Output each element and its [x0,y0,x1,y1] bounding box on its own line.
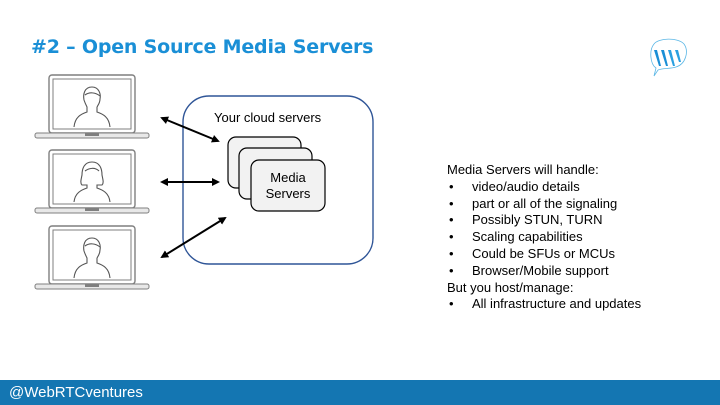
notes-heading: Media Servers will handle: [447,162,599,177]
connection-arrow-3 [160,216,227,259]
list-item: •part or all of the signaling [449,195,618,211]
slide-title: #2 – Open Source Media Servers [31,36,374,58]
laptop-client-2 [34,149,150,214]
webrtc-ventures-logo-icon [650,38,687,77]
connection-arrow-1 [160,116,220,143]
list-item: •Could be SFUs or MCUs [449,245,616,261]
bullet-icon: • [449,245,454,261]
media-servers-label-line1: Media [270,170,306,185]
footer-handle: @WebRTCventures [9,384,143,401]
laptop-client-1 [34,74,150,139]
list-item: •All infrastructure and updates [449,296,642,312]
media-server-card-front [250,159,326,212]
list-item: •Scaling capabilities [449,229,583,245]
bullet-icon: • [449,296,454,312]
notes-subheading: But you host/manage: [447,279,574,295]
bullet-icon: • [449,262,454,278]
media-servers-label: Media Servers [252,170,324,202]
bullet-icon: • [449,195,454,211]
list-item: •video/audio details [449,178,580,194]
bullet-icon: • [449,229,454,245]
media-servers-label-line2: Servers [265,186,311,201]
bullet-icon: • [449,178,454,194]
cloud-servers-label: Your cloud servers [214,110,322,125]
architecture-diagram [34,74,374,290]
footer-bar: @WebRTCventures [0,380,720,405]
list-item: •Possibly STUN, TURN [449,212,603,228]
laptop-client-3 [34,225,150,290]
bullet-icon: • [449,212,454,228]
list-item: •Browser/Mobile support [449,262,609,278]
notes-list: Media Servers will handle: •video/audio … [447,162,641,313]
